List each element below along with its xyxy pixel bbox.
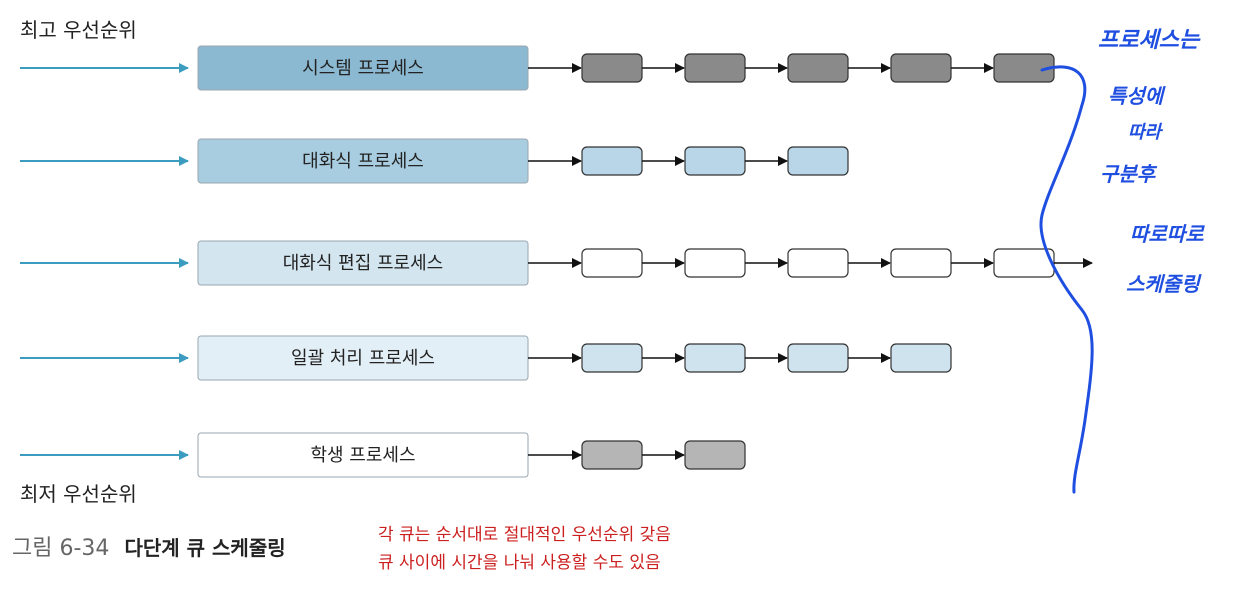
process-block bbox=[581, 343, 643, 373]
process-block bbox=[787, 248, 849, 278]
process-block bbox=[581, 146, 643, 176]
process-block bbox=[787, 343, 849, 373]
process-block bbox=[581, 440, 643, 470]
handwritten-note-3: 따라 bbox=[1128, 122, 1162, 143]
process-block bbox=[684, 146, 746, 176]
red-note-priority: 각 큐는 순서대로 절대적인 우선순위 갖음 bbox=[378, 525, 671, 545]
queue-label: 일괄 처리 프로세스 bbox=[291, 348, 435, 369]
handwritten-bracket bbox=[1039, 65, 1094, 494]
process-block bbox=[684, 440, 746, 470]
red-note-time-sharing: 큐 사이에 시간을 나눠 사용할 수도 있음 bbox=[378, 553, 661, 573]
process-block bbox=[787, 146, 849, 176]
queue-label: 학생 프로세스 bbox=[310, 445, 415, 466]
handwritten-note-2: 특성에 bbox=[1108, 84, 1164, 108]
process-block bbox=[684, 343, 746, 373]
handwritten-note-1: 프로세스는 bbox=[1098, 27, 1200, 53]
process-block bbox=[890, 343, 952, 373]
queue-row: 학생 프로세스 bbox=[20, 432, 746, 478]
process-block bbox=[684, 248, 746, 278]
process-block bbox=[993, 248, 1055, 278]
lowest-priority-label: 최저 우선순위 bbox=[20, 482, 137, 506]
figure-number: 그림 6-34 bbox=[12, 536, 110, 561]
queue-row: 일괄 처리 프로세스 bbox=[20, 335, 952, 381]
process-block bbox=[890, 248, 952, 278]
process-block bbox=[581, 53, 643, 83]
figure-caption: 그림 6-34 다단계 큐 스케줄링 bbox=[12, 530, 286, 562]
queue-row: 대화식 편집 프로세스 bbox=[20, 240, 1093, 286]
handwritten-note-4: 구분후 bbox=[1100, 162, 1156, 186]
process-block bbox=[684, 53, 746, 83]
queue-row: 대화식 프로세스 bbox=[20, 138, 849, 184]
highest-priority-label: 최고 우선순위 bbox=[20, 18, 137, 42]
process-block bbox=[787, 53, 849, 83]
queue-row: 시스템 프로세스 bbox=[20, 45, 1055, 91]
queue-label: 시스템 프로세스 bbox=[302, 58, 424, 79]
handwritten-note-5: 따로따로 bbox=[1130, 222, 1204, 246]
handwritten-note-6: 스케줄링 bbox=[1126, 272, 1200, 296]
queue-label: 대화식 프로세스 bbox=[302, 151, 424, 172]
queue-label: 대화식 편집 프로세스 bbox=[283, 253, 443, 274]
process-block bbox=[581, 248, 643, 278]
process-block bbox=[890, 53, 952, 83]
figure-title: 다단계 큐 스케줄링 bbox=[124, 536, 286, 560]
